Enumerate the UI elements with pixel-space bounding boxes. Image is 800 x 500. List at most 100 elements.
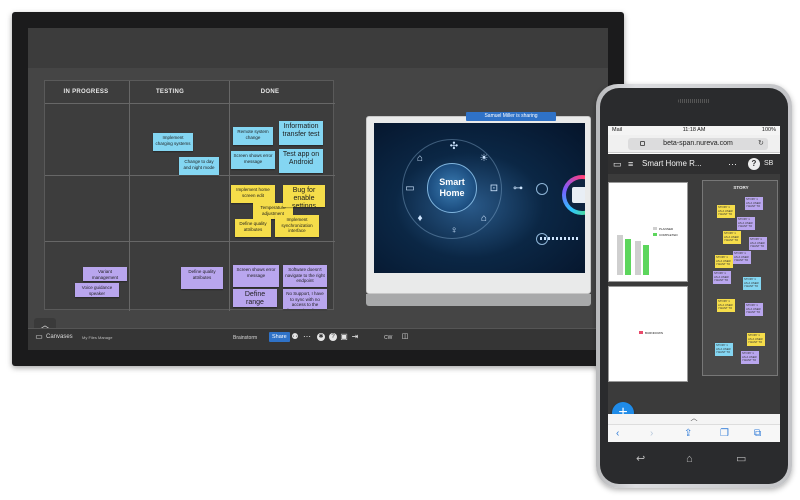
brainstorm-label[interactable]: Brainstorm <box>233 335 258 341</box>
mini-note[interactable]: STORY 1 AS A USER I WANT TO <box>745 197 763 210</box>
help-icon[interactable]: ? <box>748 158 760 170</box>
workspace-top-strip <box>28 28 608 68</box>
legend-label: BURNDOWN <box>645 331 663 335</box>
back-key-icon[interactable]: ↩ <box>636 453 646 465</box>
door-lock-icon <box>572 187 585 203</box>
router-icon: ⌂ <box>416 153 424 164</box>
sticky-note[interactable]: Change to day and night mode <box>179 157 219 175</box>
thermostat-icon <box>536 183 548 195</box>
story-panel[interactable]: STORY STORY 1 AS A USER I WANT TO STORY … <box>702 180 778 376</box>
legend-label: COMPLETED <box>659 233 678 237</box>
sticky-note[interactable]: Test app on Android <box>279 149 323 173</box>
legend-swatch <box>639 331 643 334</box>
sticky-note[interactable]: Remote system change <box>233 127 273 145</box>
home-key-icon[interactable]: ⌂ <box>686 453 693 465</box>
download-icon[interactable]: ▣ <box>340 332 348 341</box>
workspace-screen: IN PROGRESS TESTING DONE Implement charg… <box>28 28 608 350</box>
help-icon[interactable]: ? <box>329 333 337 341</box>
share-button[interactable]: Share <box>269 332 290 342</box>
mini-note[interactable]: STORY 1 AS A USER I WANT TO <box>717 205 735 218</box>
garage-icon: ⌂ <box>480 213 488 224</box>
mini-note[interactable]: STORY 1 AS A USER I WANT TO <box>715 255 733 268</box>
mini-note[interactable]: STORY 1 AS A USER I WANT TO <box>723 231 741 244</box>
sticky-note[interactable]: Voice guidance speaker <box>75 283 119 297</box>
app-header: ▭ ≡ Smart Home R... ⋯ ? SB <box>608 154 780 174</box>
mini-note[interactable]: STORY 1 AS A USER I WANT TO <box>737 217 755 230</box>
forward-icon[interactable]: › <box>650 428 654 439</box>
mini-note[interactable]: STORY 1 AS A USER I WANT TO <box>749 237 767 250</box>
mobile-canvas[interactable]: PLANNED COMPLETED BURNDOWN STORY STORY 1… <box>608 174 780 424</box>
back-icon[interactable]: ‹ <box>616 428 620 439</box>
sticky-note[interactable]: Define quality attributes <box>235 219 271 237</box>
chart-bar <box>625 239 631 275</box>
hub-ring <box>402 139 502 239</box>
sticky-note[interactable]: Software doesn't navigate to the right e… <box>283 265 327 287</box>
tabs-icon[interactable]: ⧉ <box>754 428 762 439</box>
tv-icon: ▭ <box>405 183 415 194</box>
pull-up-handle[interactable]: ︿ <box>608 414 780 424</box>
monitor-stand <box>366 294 591 306</box>
android-nav-keys: ↩ ⌂ ▭ <box>608 450 780 468</box>
sticky-note[interactable]: Variant management <box>83 267 127 281</box>
canvases-icon[interactable]: ▭ <box>35 332 43 341</box>
chart-bar <box>643 245 649 275</box>
sticky-note[interactable]: No Support, I have to sync with no acces… <box>283 289 327 309</box>
mini-note[interactable]: STORY 1 AS A USER I WANT TO <box>713 271 731 284</box>
lock-icon <box>640 141 645 146</box>
menu-icon[interactable]: ≡ <box>628 159 634 169</box>
battery-level: 100% <box>761 127 776 133</box>
mini-note[interactable]: STORY 1 AS A USER I WANT TO <box>717 299 735 312</box>
mini-note[interactable]: STORY 1 AS A USER I WANT TO <box>745 303 763 316</box>
header-divider <box>45 103 335 104</box>
column-header-testing: TESTING <box>155 89 185 95</box>
sticky-note[interactable]: Screen shows error message <box>233 265 279 287</box>
window-icon[interactable]: ◫ <box>401 333 409 340</box>
sticky-note[interactable]: Implement synchronization interface <box>275 215 319 237</box>
more-icon[interactable]: ⋯ <box>728 159 737 169</box>
more-icon[interactable]: ⋯ <box>303 332 311 341</box>
canvases-label[interactable]: Canvases <box>46 334 73 340</box>
outlet-icon: ⊡ <box>489 183 499 194</box>
sharing-banner: Samuel Miller is sharing <box>466 112 556 121</box>
column-header-in-progress: IN PROGRESS <box>63 89 109 95</box>
sticky-note[interactable]: Define quality attributes <box>181 267 223 289</box>
share-icon[interactable]: ⇪ <box>684 428 693 439</box>
plug-icon: ⊶ <box>513 183 523 194</box>
carrier-label: Mail <box>612 127 623 133</box>
sticky-note[interactable]: Implement home screen edit <box>231 185 275 203</box>
burndown-panel[interactable]: BURNDOWN <box>608 286 688 382</box>
kanban-board: IN PROGRESS TESTING DONE Implement charg… <box>44 80 335 311</box>
mini-note[interactable]: STORY 1 AS A USER I WANT TO <box>733 251 751 264</box>
settings-icon[interactable]: ✱ <box>317 333 325 341</box>
exit-icon[interactable]: ⇥ <box>351 332 359 341</box>
status-bar: Mail 11:18 AM 100% <box>608 126 780 135</box>
bookmarks-icon[interactable]: ❐ <box>720 428 729 439</box>
sticky-note[interactable]: Bug for enable settings <box>283 185 325 207</box>
sticky-note[interactable]: Define range <box>233 289 277 307</box>
sticky-note[interactable]: Information transfer test <box>279 121 323 145</box>
mini-note[interactable]: STORY 1 AS A USER I WANT TO <box>747 333 765 346</box>
large-display: IN PROGRESS TESTING DONE Implement charg… <box>12 12 624 366</box>
mini-note[interactable]: STORY 1 AS A USER I WANT TO <box>741 351 759 364</box>
fan-icon: ✣ <box>449 141 459 152</box>
chart-panel[interactable]: PLANNED COMPLETED <box>608 182 688 282</box>
canvas-name: My Files Manage <box>82 335 113 340</box>
user-initials[interactable]: SB <box>764 160 774 167</box>
shared-screen-monitor[interactable]: Smart Home ✣ ⌂ ☀ ▭ ⊡ ♦ ♀ ⌂ ⊶ <box>366 116 591 294</box>
canvases-icon[interactable]: ▭ <box>613 159 622 169</box>
sticky-note[interactable]: Implement charging systems <box>153 133 193 151</box>
mini-note[interactable]: STORY 1 AS A USER I WANT TO <box>715 343 733 356</box>
progress-dots <box>540 237 580 240</box>
status-time: 11:18 AM <box>682 127 706 133</box>
sticky-note[interactable]: Screen shows error message <box>231 151 275 169</box>
bulb-icon: ☀ <box>479 153 489 164</box>
smartphone: Mail 11:18 AM 100% beta-span.nureva.com … <box>596 84 792 488</box>
chart-bar <box>635 241 641 275</box>
legend-label: PLANNED <box>659 227 674 231</box>
mini-note[interactable]: STORY 1 AS A USER I WANT TO <box>743 277 761 290</box>
url-field[interactable]: beta-span.nureva.com <box>628 138 768 150</box>
reload-icon[interactable]: ↻ <box>758 140 764 147</box>
participants-icon[interactable]: ⚉ <box>291 332 299 341</box>
chart-bar <box>617 235 623 275</box>
recent-apps-key-icon[interactable]: ▭ <box>736 453 747 465</box>
